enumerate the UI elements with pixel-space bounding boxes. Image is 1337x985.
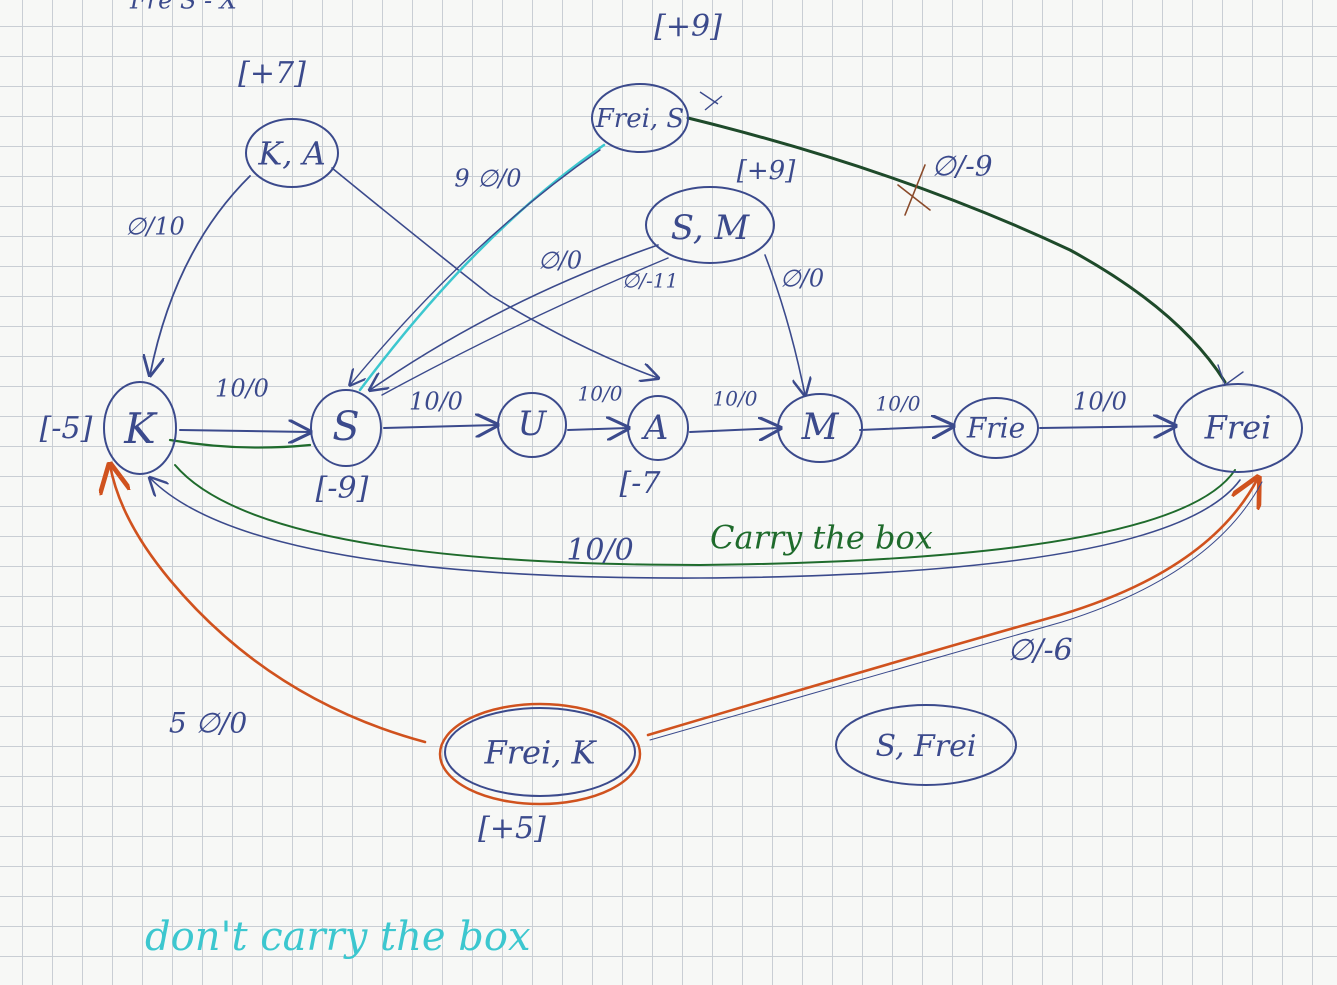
node-KA-shape	[245, 118, 339, 188]
node-S-shape	[310, 389, 382, 467]
node-S-label: S	[332, 404, 359, 450]
edge-FreiS-S-cyan	[358, 143, 606, 392]
edge-FreiK-K	[110, 465, 427, 744]
node-Frei-shape	[1173, 383, 1303, 473]
edge-K-S-green	[168, 438, 312, 449]
node-FreiS-label: Frei, S	[595, 104, 685, 134]
edge-FreiK-Frei	[646, 478, 1258, 737]
edge-Frie-Frei	[1039, 426, 1175, 428]
edge-label-FreiK-K: 5 ∅/0	[169, 707, 247, 740]
edge-Frei-K-green	[174, 464, 1236, 567]
reward-SM: [+9]	[737, 156, 796, 186]
edge-FreiS-Frei-arrow	[1217, 364, 1244, 387]
node-M-label: M	[801, 407, 840, 448]
edge-SM-S-b	[381, 257, 669, 396]
edge-KA-K	[150, 175, 251, 375]
edge-label-U-A: 10/0	[578, 382, 623, 406]
reward-labels: [-5] [-9] [-7 [+7] [+9] [+9] [+5]	[40, 9, 796, 846]
cross-mark	[897, 164, 931, 216]
edge-FreiS-S-blue	[350, 149, 601, 385]
reward-FreiK: [+5]	[478, 811, 546, 846]
node-U-label: U	[518, 404, 548, 444]
carry-the-box-label: Carry the box	[710, 519, 933, 557]
edges	[110, 116, 1263, 744]
node-KA-label: K, A	[257, 135, 325, 173]
edge-label-K-S: 10/0	[215, 375, 269, 403]
node-FreiK-shape	[444, 707, 636, 797]
node-Frei-label: Frei	[1204, 409, 1272, 447]
node-A-shape	[627, 395, 689, 461]
edge-SM-M	[764, 254, 805, 395]
edge-SM-S-a	[370, 244, 659, 390]
scribble-mark	[699, 91, 723, 111]
edge-label-A-M: 10/0	[713, 387, 758, 411]
edge-FreiS-Frei	[686, 116, 1227, 384]
reward-FreiS: [+9]	[654, 9, 722, 44]
edge-KA-A	[331, 167, 658, 378]
edge-K-S	[179, 430, 310, 432]
edge-label-Frei-K: 10/0	[566, 533, 633, 568]
node-FreiS-shape	[591, 83, 689, 153]
reward-K: [-5]	[40, 411, 93, 446]
nodes	[103, 83, 1303, 806]
edge-label-FreiK-Frei: ∅/-6	[1007, 633, 1072, 668]
edge-label-FreiS-S: 9 ∅/0	[454, 165, 521, 193]
edge-label-S-U: 10/0	[409, 388, 463, 416]
edge-M-Frie	[859, 426, 953, 430]
node-SM-label: S, M	[671, 208, 751, 248]
edge-label-KA-K: ∅/10	[125, 213, 185, 241]
node-K-shape	[103, 381, 177, 475]
edge-label-M-Frie: 10/0	[876, 392, 921, 416]
reward-S: [-9]	[316, 471, 369, 506]
edge-A-M	[689, 428, 780, 432]
reward-A: [-7	[620, 466, 662, 501]
node-A-label: A	[641, 408, 669, 448]
node-Frie-shape	[953, 397, 1039, 459]
edge-labels: 10/0 10/0 10/0 10/0 10/0 10/0 10/0 ∅/10 …	[125, 150, 1127, 740]
node-SFrei-shape	[835, 704, 1017, 786]
reward-KA: [+7]	[238, 56, 306, 91]
edge-label-SM-M: ∅/0	[780, 265, 824, 293]
edge-label-FreiS-Frei: ∅/-9	[931, 150, 992, 183]
edge-Frei-K-blue	[150, 478, 1241, 579]
dont-carry-the-box-label: don't carry the box	[145, 914, 531, 960]
node-SFrei-label: S, Frei	[875, 729, 976, 764]
edge-FreiK-Frei-ink	[649, 481, 1263, 741]
edge-label-SM-S-2: ∅/-11	[622, 269, 678, 293]
node-SM-shape	[645, 186, 775, 264]
node-K-label: K	[123, 404, 158, 453]
top-fragment-label: Fre S - X	[129, 0, 238, 15]
node-FreiK-label: Frei, K	[484, 734, 598, 772]
node-labels: K S U A M Frie Frei K, A Frei, S S, M S,…	[123, 104, 1271, 772]
node-Frie-label: Frie	[966, 412, 1025, 445]
annotations: Carry the box don't carry the box Fre S …	[129, 0, 933, 960]
node-M-shape	[777, 393, 863, 463]
edge-S-U	[383, 425, 497, 428]
edge-label-Frie-Frei: 10/0	[1073, 388, 1127, 416]
node-U-shape	[497, 392, 567, 458]
node-FreiK-highlight	[438, 702, 642, 806]
edge-label-SM-S-1: ∅/0	[538, 247, 582, 275]
edge-U-A	[567, 428, 628, 430]
